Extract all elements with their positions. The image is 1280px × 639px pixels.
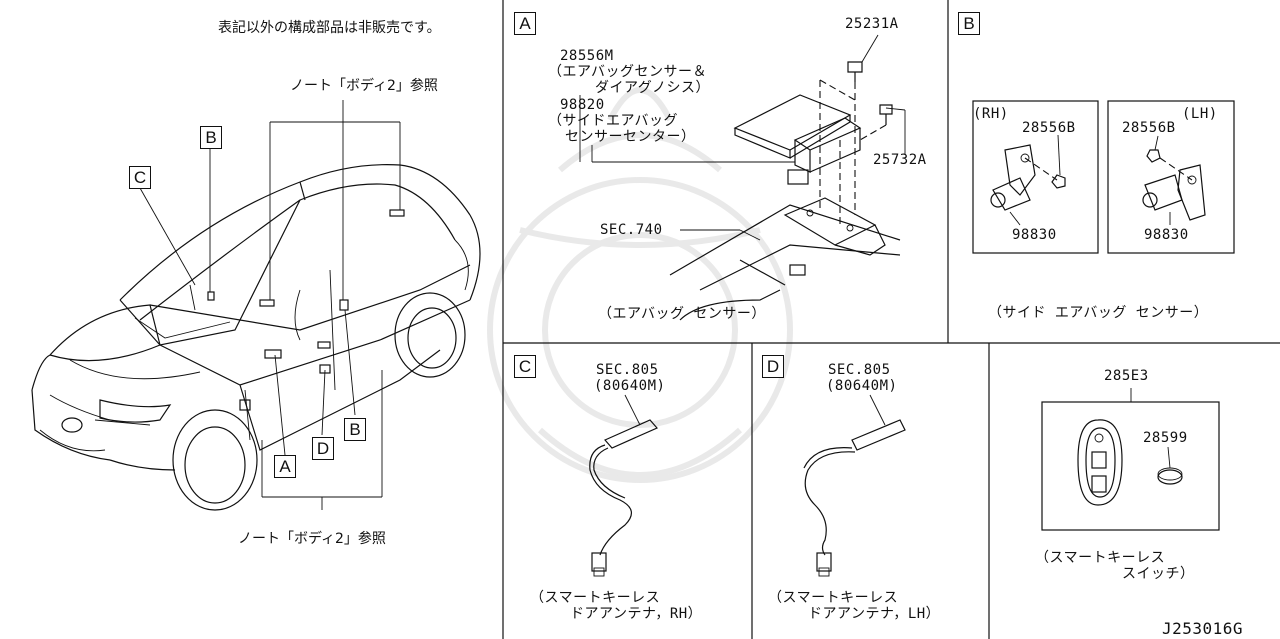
- part-98820-desc-2: センサーセンター）: [565, 129, 696, 145]
- part-285e3[interactable]: 285E3: [1104, 368, 1149, 384]
- panel-e-linework: [1041, 388, 1220, 531]
- panel-c-tag: C: [514, 355, 536, 378]
- part-25231a[interactable]: 25231A: [845, 16, 899, 32]
- vehicle-leaders: [139, 100, 401, 510]
- body2-reference-bottom: ノート「ボディ2」参照: [238, 531, 386, 547]
- part-28556m-desc-2: ダイアグノシス）: [595, 80, 711, 96]
- body2-reference-top: ノート「ボディ2」参照: [290, 78, 438, 94]
- vehicle-outline: [31, 164, 481, 511]
- panel-frames: [502, 0, 1280, 639]
- panel-e-caption-2: スイッチ）: [1122, 566, 1195, 582]
- panel-b-caption: （サイド エアバッグ センサー）: [988, 305, 1209, 321]
- callout-b-lower-tag[interactable]: B: [344, 418, 366, 441]
- panel-c-sec-ref[interactable]: SEC.805: [596, 362, 659, 378]
- panel-d-caption-1: （スマートキーレス: [768, 590, 899, 606]
- part-98830-rh[interactable]: 98830: [1012, 227, 1057, 243]
- part-28599[interactable]: 28599: [1143, 430, 1188, 446]
- panel-c-linework: [589, 394, 658, 577]
- part-28556b-rh[interactable]: 28556B: [1022, 120, 1076, 136]
- rh-label: (RH): [973, 106, 1009, 122]
- panel-e-caption-1: （スマートキーレス: [1035, 550, 1166, 566]
- panel-a-tag: A: [514, 12, 536, 35]
- not-for-sale-note: 表記以外の構成部品は非販売です。: [218, 20, 441, 36]
- panel-d-tag: D: [762, 355, 784, 378]
- watermark-emblem: [487, 87, 793, 483]
- callout-a-tag[interactable]: A: [274, 455, 296, 478]
- part-28556b-lh[interactable]: 28556B: [1122, 120, 1176, 136]
- panel-c-caption-1: （スマートキーレス: [530, 590, 661, 606]
- panel-b-tag: B: [958, 12, 980, 35]
- part-28556m-desc-1: （エアバッグセンサー＆: [548, 64, 707, 80]
- part-98820[interactable]: 98820: [560, 97, 605, 113]
- panel-d-caption-2: ドアアンテナ，LH）: [808, 606, 941, 622]
- part-98830-lh[interactable]: 98830: [1144, 227, 1189, 243]
- panel-a-linework: [579, 34, 906, 321]
- drawing-id: J253016G: [1162, 619, 1244, 638]
- panel-d-part[interactable]: (80640M): [826, 378, 898, 394]
- callout-d-tag[interactable]: D: [312, 437, 334, 460]
- part-25732a[interactable]: 25732A: [873, 152, 927, 168]
- panel-a-caption: （エアバッグ センサー）: [598, 306, 766, 322]
- callout-b-tag[interactable]: B: [200, 126, 222, 149]
- part-98820-desc-1: （サイドエアバッグ: [548, 113, 678, 129]
- part-28556m[interactable]: 28556M: [560, 48, 614, 64]
- panel-d-sec-ref[interactable]: SEC.805: [828, 362, 891, 378]
- lh-label: (LH): [1182, 106, 1218, 122]
- panel-c-caption-2: ドアアンテナ，RH）: [570, 606, 703, 622]
- panel-d-linework: [803, 394, 906, 577]
- panel-c-part[interactable]: (80640M): [594, 378, 666, 394]
- callout-c-tag[interactable]: C: [129, 166, 151, 189]
- sec-740-ref[interactable]: SEC.740: [600, 222, 663, 238]
- panel-b-linework: [972, 100, 1235, 254]
